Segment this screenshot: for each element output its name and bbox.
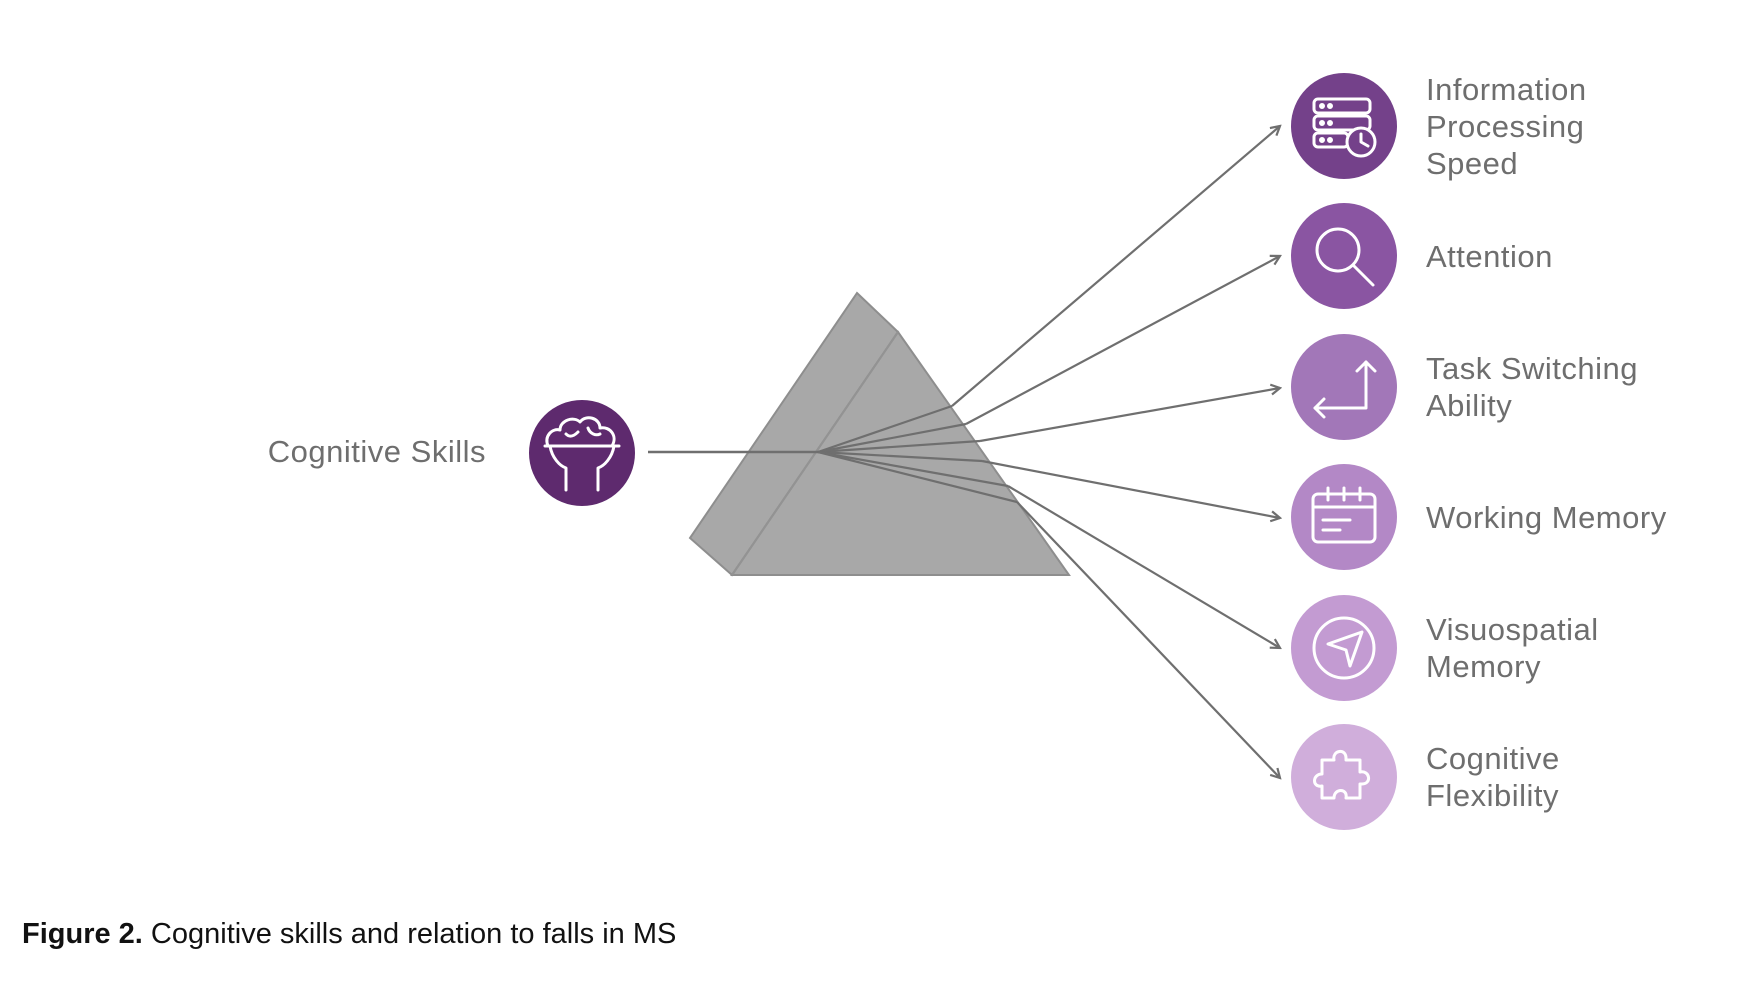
output-label-visuospatial-memory: Visuospatial Memory	[1426, 612, 1608, 684]
puzzle-icon	[1313, 750, 1370, 800]
calendar-icon	[1311, 486, 1377, 544]
output-label-task-switching-ability: Task Switching Ability	[1426, 351, 1647, 423]
output-label-attention: Attention	[1426, 239, 1553, 274]
output-node-attention: Attention	[1291, 203, 1553, 309]
magnifier-icon	[1315, 227, 1375, 287]
output-arrows	[951, 126, 1280, 778]
figure-caption: Figure 2. Cognitive skills and relation …	[22, 918, 676, 951]
source-circle	[529, 400, 635, 506]
source-label: Cognitive Skills	[268, 434, 486, 469]
output-node-task-switching-ability: Task Switching Ability	[1291, 334, 1647, 440]
output-label-working-memory: Working Memory	[1426, 500, 1667, 535]
arrow-working-memory	[981, 459, 1280, 518]
output-label-information-processing-speed: Information Processing Speed	[1426, 72, 1596, 181]
internal-rays	[817, 404, 1018, 504]
output-node-working-memory: Working Memory	[1291, 464, 1667, 570]
output-label-cognitive-flexibility: Cognitive Flexibility	[1426, 741, 1569, 813]
navigation-icon	[1312, 616, 1376, 680]
node-circle	[1291, 73, 1397, 179]
node-circle	[1291, 464, 1397, 570]
arrow-visuospatial-memory	[1007, 485, 1280, 648]
node-circle	[1291, 724, 1397, 830]
caption-figure-number: Figure 2.	[22, 918, 143, 950]
arrow-attention	[965, 256, 1280, 425]
output-node-cognitive-flexibility: Cognitive Flexibility	[1291, 724, 1569, 830]
prism-edge	[731, 331, 899, 576]
arrow-cognitive-flexibility	[1016, 501, 1280, 778]
node-circle	[1291, 334, 1397, 440]
arrow-information-processing-speed	[951, 126, 1280, 407]
node-circle	[1291, 203, 1397, 309]
output-node-visuospatial-memory: Visuospatial Memory	[1291, 595, 1608, 701]
output-node-information-processing-speed: Information Processing Speed	[1291, 72, 1596, 181]
brain-icon	[543, 416, 621, 492]
prism	[688, 291, 1071, 577]
source-node	[529, 400, 635, 506]
caption-text: Cognitive skills and relation to falls i…	[142, 918, 677, 950]
turn-up-arrow-icon	[1313, 360, 1377, 419]
arrow-task-switching	[979, 388, 1280, 443]
server-clock-icon	[1312, 97, 1377, 158]
